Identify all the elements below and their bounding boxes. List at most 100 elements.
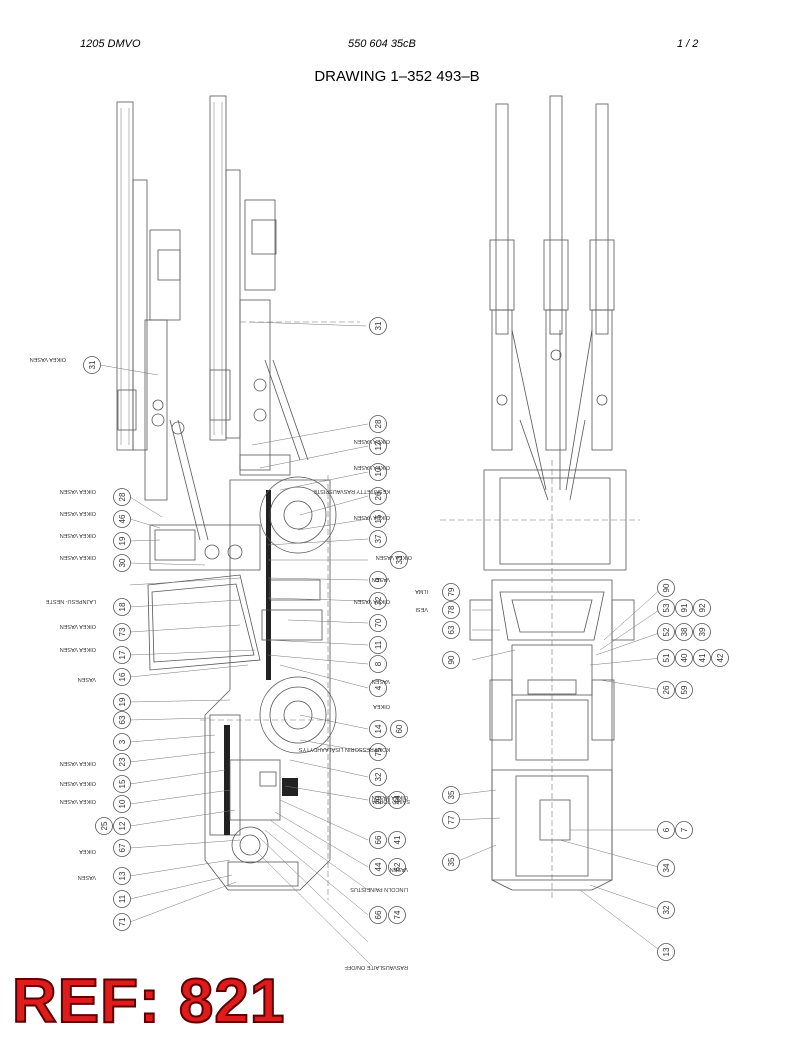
- svg-text:91: 91: [680, 603, 689, 612]
- svg-text:11: 11: [374, 640, 383, 649]
- callout-side-66: 66: [369, 831, 387, 849]
- callout-side-15: 15: [369, 510, 387, 528]
- top-text-label: VESI: [415, 606, 428, 612]
- svg-text:19: 19: [118, 536, 127, 545]
- callout-side-11: 11: [369, 636, 387, 654]
- svg-text:18: 18: [118, 602, 127, 611]
- svg-text:32: 32: [374, 772, 383, 781]
- callout-side-74: 74: [388, 906, 406, 924]
- callout-side-4: 4: [369, 679, 387, 697]
- side-text-label: OIKEA VASEN: [372, 794, 408, 800]
- callout-side-12: 12: [369, 437, 387, 455]
- callout-top-52: 52: [657, 623, 675, 641]
- callout-side-70: 70: [369, 614, 387, 632]
- side-leader-lines: [249, 321, 373, 967]
- callout-side-left-71: 71: [113, 913, 131, 931]
- callout-side-left-73: 73: [113, 623, 131, 641]
- header-page-number: 1 / 2: [677, 38, 699, 50]
- svg-text:46: 46: [118, 514, 127, 523]
- callout-side-left-19: 19: [113, 532, 131, 550]
- svg-text:90: 90: [662, 583, 671, 592]
- svg-text:41: 41: [393, 835, 402, 844]
- svg-text:10: 10: [374, 467, 383, 476]
- svg-text:35: 35: [447, 857, 456, 866]
- callout-top-41: 41: [693, 649, 711, 667]
- svg-text:51: 51: [662, 653, 671, 662]
- callout-side-left-13: 13: [113, 867, 131, 885]
- svg-text:14: 14: [374, 724, 383, 733]
- callout-top-77: 77: [442, 811, 460, 829]
- svg-text:79: 79: [447, 587, 456, 596]
- side-text-label: OIKEA VASEN: [354, 598, 390, 604]
- side-text-label: OIKEA: [79, 848, 96, 854]
- svg-text:8: 8: [374, 661, 383, 666]
- side-text-label: OIKEA VASEN: [376, 554, 412, 560]
- svg-text:28: 28: [374, 419, 383, 428]
- side-chassis: [147, 321, 360, 900]
- svg-text:70: 70: [374, 618, 383, 627]
- callout-top-35: 35: [442, 853, 460, 871]
- callout-side-66: 66: [369, 906, 387, 924]
- svg-text:20: 20: [374, 795, 383, 804]
- side-right-boom: [209, 95, 309, 476]
- top-booms: [489, 95, 615, 501]
- svg-text:17: 17: [118, 650, 127, 659]
- side-text-label: OIKEA VASEN: [60, 798, 96, 804]
- side-text-label: OIKEA VASEN: [60, 760, 96, 766]
- svg-text:33: 33: [395, 555, 404, 564]
- svg-text:73: 73: [118, 627, 127, 636]
- callout-side-left-11: 11: [113, 890, 131, 908]
- callout-side-left-3: 3: [113, 733, 131, 751]
- callout-side-32: 32: [369, 592, 387, 610]
- svg-text:59: 59: [680, 685, 689, 694]
- svg-text:31: 31: [88, 360, 97, 369]
- svg-text:9: 9: [374, 577, 383, 582]
- side-text-label: RASVAUSLAITE ON/OFF: [344, 964, 408, 970]
- svg-text:66: 66: [374, 835, 383, 844]
- svg-text:63: 63: [118, 715, 127, 724]
- svg-text:26: 26: [662, 685, 671, 694]
- callout-side-20: 20: [369, 791, 387, 809]
- callout-side-left-18: 18: [113, 598, 131, 616]
- side-text-label: VASEN: [372, 576, 390, 582]
- callout-side-left-28: 28: [113, 488, 131, 506]
- svg-text:32: 32: [662, 905, 671, 914]
- svg-text:3: 3: [118, 739, 127, 744]
- svg-text:40: 40: [680, 653, 689, 662]
- svg-text:23: 23: [118, 757, 127, 766]
- callout-side-left-67: 67: [113, 839, 131, 857]
- side-text-label: OIKEA VASEN: [60, 554, 96, 560]
- side-text-label: SÄILIÖ TORRA: [371, 798, 410, 805]
- side-text-label: VASEN: [390, 866, 408, 872]
- callout-top-40: 40: [675, 649, 693, 667]
- header-doc-id: 1205 DMVO: [80, 38, 141, 50]
- svg-text:12: 12: [374, 441, 383, 450]
- svg-text:66: 66: [374, 910, 383, 919]
- side-text-label: OIKEA VASEN: [60, 488, 96, 494]
- svg-text:4: 4: [374, 685, 383, 690]
- callout-side-44: 44: [388, 791, 406, 809]
- svg-text:42: 42: [716, 653, 725, 662]
- side-text-label: OIKEA VASEN: [60, 532, 96, 538]
- side-text-label: KESKITETTY RASVAUSPISTE: [313, 488, 390, 494]
- callout-side-left-12: 12: [113, 817, 131, 835]
- top-leader-lines: [454, 587, 663, 953]
- side-text-label: OIKEA VASEN: [354, 464, 390, 470]
- reference-stamp: REF: 821: [11, 966, 286, 1037]
- callout-top-7: 7: [675, 821, 693, 839]
- svg-text:44: 44: [374, 862, 383, 871]
- callout-top-78: 78: [442, 601, 460, 619]
- svg-text:90: 90: [447, 655, 456, 664]
- callout-top-51: 51: [657, 649, 675, 667]
- callout-top-92: 92: [693, 599, 711, 617]
- top-view: [440, 95, 663, 953]
- drawing-title: DRAWING 1–352 493–B: [314, 68, 480, 85]
- svg-text:31: 31: [374, 321, 383, 330]
- header-part-number: 550 604 35cB: [348, 38, 416, 50]
- callout-side-33: 33: [390, 551, 408, 569]
- callout-side-left-46: 46: [113, 510, 131, 528]
- svg-text:74: 74: [393, 910, 402, 919]
- side-view: [99, 95, 373, 967]
- svg-text:52: 52: [662, 627, 671, 636]
- svg-text:13: 13: [118, 871, 127, 880]
